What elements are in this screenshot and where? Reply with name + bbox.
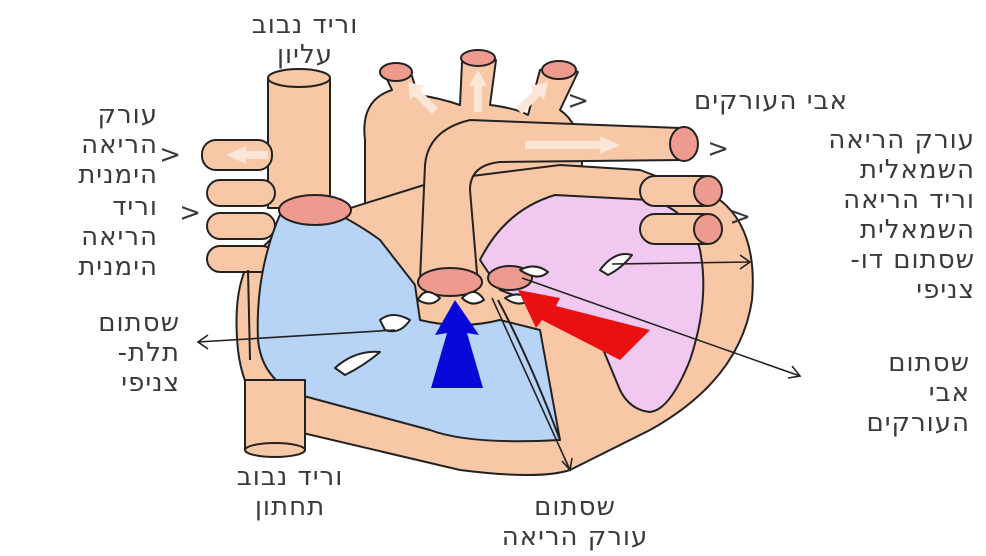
label-aorta: אבי העורקים xyxy=(598,86,848,116)
chevron-icon: < xyxy=(182,198,202,228)
aorta-branch-end xyxy=(542,61,576,79)
superior-vena-cava-end xyxy=(268,69,330,87)
label-right-pulmonary-artery: עורק הריאה הימנית xyxy=(8,100,158,190)
chevron-icon: < xyxy=(570,86,590,116)
label-tricuspid-valve: שסתום תלת- צניפי xyxy=(10,308,180,398)
superior-vena-cava xyxy=(268,78,330,208)
label-left-pulmonary-veins: וריד הריאה השמאלית xyxy=(735,185,975,245)
chevron-icon: < xyxy=(710,134,730,164)
inferior-vena-cava xyxy=(245,380,305,450)
svc-opening xyxy=(279,195,351,225)
left-pulmonary-vein-end xyxy=(694,214,722,244)
inferior-vena-cava-end xyxy=(245,443,305,457)
aorta-branch-end xyxy=(461,50,495,66)
label-superior-vena-cava: וריד נבוב עליון xyxy=(195,10,415,70)
left-pulmonary-artery-end xyxy=(670,127,698,161)
chevron-icon: < xyxy=(162,140,182,170)
label-inferior-vena-cava: וריד נבוב תחתון xyxy=(180,462,400,522)
label-aortic-valve: שסתום אבי העורקים xyxy=(800,348,970,438)
label-right-pulmonary-veins: וריד הריאה הימנית xyxy=(8,192,158,282)
right-pulmonary-vein xyxy=(207,213,275,239)
label-left-pulmonary-artery: עורק הריאה השמאלית xyxy=(735,125,975,185)
label-mitral-valve: שסתום דו- צניפי xyxy=(735,245,975,305)
chevron-icon: < xyxy=(732,202,752,232)
right-pulmonary-vein xyxy=(207,180,275,206)
label-pulmonary-valve: שסתום עורק הריאה xyxy=(455,492,695,552)
left-pulmonary-vein-end xyxy=(694,176,722,206)
